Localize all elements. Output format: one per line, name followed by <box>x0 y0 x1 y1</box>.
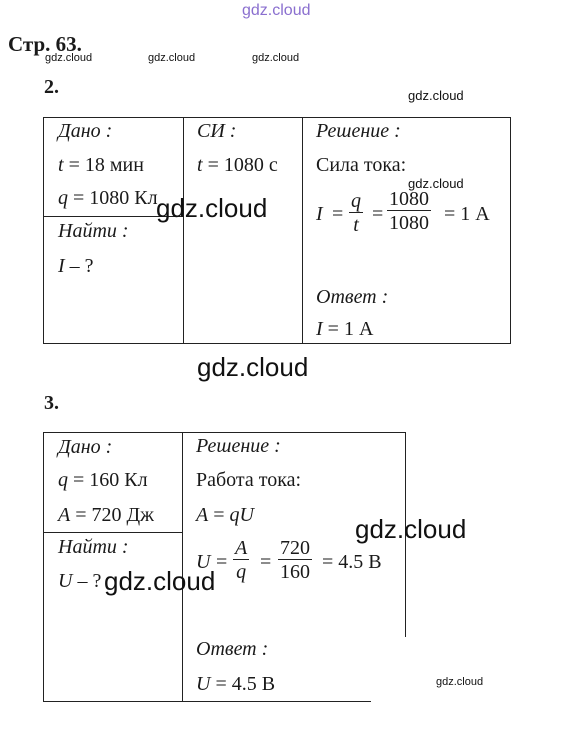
problem3-formula-1: A = qU <box>196 504 254 527</box>
problem3-given-row: q = 160 Кл <box>58 469 148 492</box>
problem2-divider-1 <box>183 117 184 344</box>
problem2-answer-header: Ответ : <box>316 286 389 308</box>
watermark-small-6: gdz.cloud <box>436 676 484 688</box>
formula-lhs: A <box>196 504 209 526</box>
problem2-fraction-symbolic: q t <box>349 190 363 237</box>
equals-sign: = <box>260 551 272 573</box>
problem3-solution-header: Решение : <box>196 435 281 457</box>
problem3-formula2-lhs: U <box>196 551 211 573</box>
problem3-law-label: Работа тока: <box>196 469 302 491</box>
problem3-table <box>43 432 406 702</box>
problem2-given-row: t = 18 мин <box>58 154 144 177</box>
problem2-fraction-numeric: 1080 1080 <box>387 188 431 235</box>
watermark-top: gdz.cloud <box>242 2 311 19</box>
problem3-bottom-border <box>43 701 371 702</box>
problem3-find-var: U <box>58 570 73 592</box>
watermark-large-2: gdz.cloud <box>197 352 309 382</box>
problem2-solution-header: Решение : <box>316 120 401 142</box>
problem3-given-divider <box>43 532 182 533</box>
problem3-answer-header: Ответ : <box>196 638 269 660</box>
problem2-si-header: СИ : <box>197 120 237 142</box>
problem2-given-eq: = 18 мин <box>63 154 144 176</box>
fraction-numerator: 1080 <box>389 188 429 210</box>
problem3-given-header: Дано : <box>58 436 113 458</box>
problem2-find-rest: – ? <box>64 255 94 277</box>
problem2-si-row: t = 1080 с <box>197 154 278 177</box>
problem3-fraction-numeric: 720 160 <box>278 537 312 584</box>
problem2-find-row: I – ? <box>58 255 94 278</box>
problem3-find-header: Найти : <box>58 536 129 558</box>
problem2-answer-var: I <box>316 318 323 340</box>
watermark-large-4: gdz.cloud <box>104 566 216 596</box>
problem2-find-var: I <box>58 255 65 277</box>
fraction-bar <box>233 559 250 560</box>
problem3-number: 3. <box>44 392 59 414</box>
problem3-right-border <box>405 432 406 637</box>
fraction-numerator: 720 <box>280 537 310 559</box>
problem2-given-header: Дано : <box>58 120 113 142</box>
problem3-find-rest: – ? <box>72 570 102 592</box>
watermark-small-5: gdz.cloud <box>408 176 464 191</box>
fraction-denominator: q <box>236 561 247 583</box>
watermark-small-3: gdz.cloud <box>252 52 300 64</box>
equals-sign: = <box>332 203 344 225</box>
problem3-given-row: A = 720 Дж <box>58 504 154 527</box>
problem2-given-row: q = 1080 Кл <box>58 187 158 210</box>
problem3-given-eq: = 160 Кл <box>68 469 148 491</box>
problem2-given-divider <box>43 216 183 217</box>
problem2-given-eq: = 1080 Кл <box>68 187 158 209</box>
problem2-formula-lhs: I <box>316 203 323 225</box>
problem2-formula-result: = 1 А <box>444 203 490 225</box>
watermark-small-1: gdz.cloud <box>45 52 93 64</box>
problem3-answer-rest: = 4.5 В <box>210 673 276 695</box>
fraction-bar <box>278 559 312 560</box>
page-title: Стр. 63. <box>8 32 82 56</box>
problem2-si-var: t <box>197 154 203 176</box>
fraction-numerator: q <box>351 190 361 212</box>
problem2-table <box>43 117 511 344</box>
problem3-given-eq: = 720 Дж <box>70 504 154 526</box>
problem2-given-var: q <box>58 187 68 209</box>
equals-sign: = <box>372 203 384 225</box>
fraction-numerator: A <box>235 537 248 559</box>
watermark-large-3: gdz.cloud <box>355 514 467 544</box>
problem3-formula2-result: = 4.5 В <box>322 551 382 573</box>
problem2-find-header: Найти : <box>58 220 129 242</box>
watermark-large-1: gdz.cloud <box>156 193 268 223</box>
equals-sign: = <box>208 504 230 526</box>
problem3-answer: U = 4.5 В <box>196 673 275 696</box>
problem3-divider <box>182 432 183 702</box>
watermark-small-2: gdz.cloud <box>148 52 196 64</box>
fraction-denominator: 160 <box>280 561 310 583</box>
problem2-law-label: Сила тока: <box>316 154 407 176</box>
fraction-bar <box>387 210 431 211</box>
formula-rhs: qU <box>229 504 254 526</box>
problem3-given-var: A <box>58 504 71 526</box>
problem2-answer: I = 1 А <box>316 318 373 341</box>
problem2-divider-2 <box>302 117 303 344</box>
problem2-given-var: t <box>58 154 64 176</box>
problem3-answer-var: U <box>196 673 211 695</box>
problem3-find-row: U – ? <box>58 570 101 593</box>
equals-sign: = <box>216 551 228 573</box>
problem2-answer-rest: = 1 А <box>322 318 374 340</box>
problem3-fraction-symbolic: A q <box>233 537 250 584</box>
problem2-si-eq: = 1080 с <box>202 154 278 176</box>
fraction-denominator: t <box>353 214 359 236</box>
watermark-small-4: gdz.cloud <box>408 88 464 103</box>
fraction-denominator: 1080 <box>389 212 429 234</box>
problem2-number: 2. <box>44 76 59 98</box>
fraction-bar <box>349 212 363 213</box>
problem3-given-var: q <box>58 469 68 491</box>
